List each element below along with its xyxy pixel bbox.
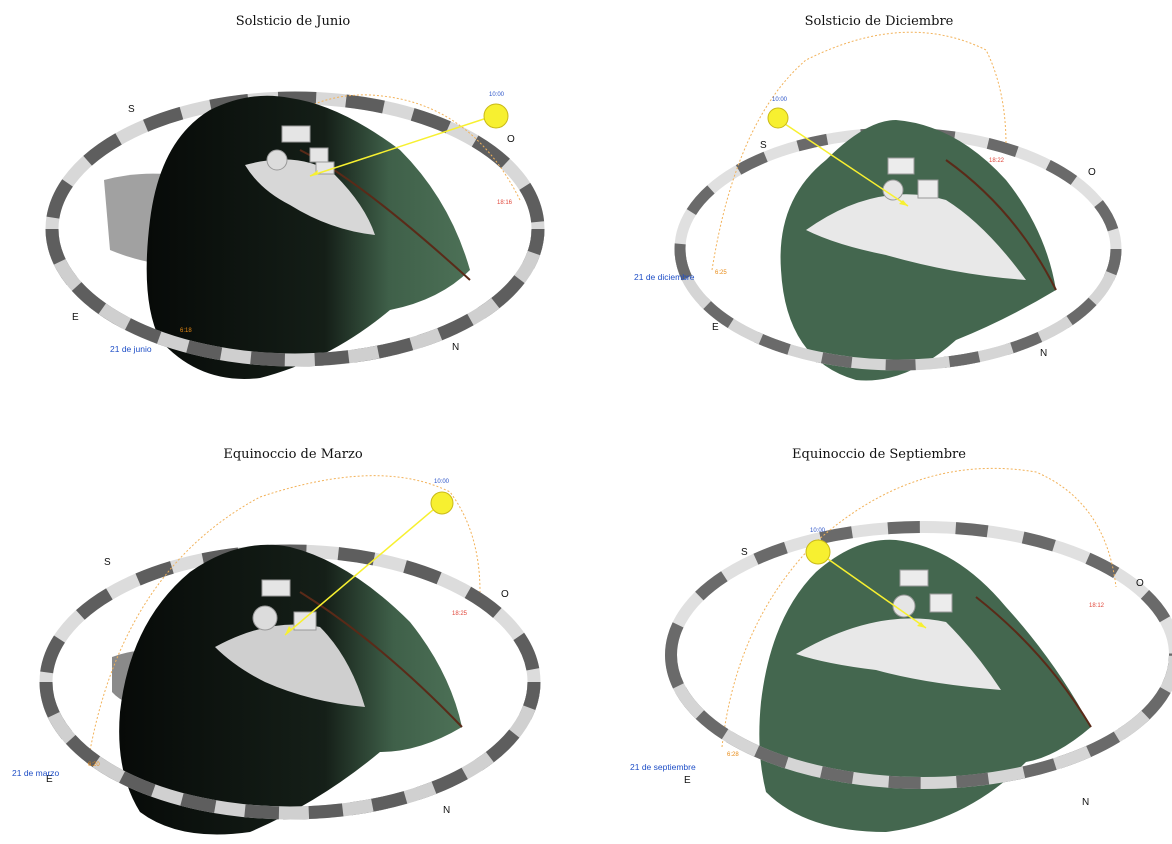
date-label: 21 de diciembre [634, 272, 695, 282]
building [309, 147, 329, 163]
building-round [252, 605, 278, 631]
panel-title: Equinoccio de Marzo [223, 447, 363, 462]
sunset-time-label: 18:25 [452, 611, 468, 617]
compass-ring-front-segments [45, 228, 545, 367]
sun-icon [430, 491, 454, 515]
compass-ring-front-segments [39, 681, 541, 820]
sun-ray-arrow [285, 626, 292, 635]
sun-ray-arrow [899, 200, 908, 206]
noon-time-label: 10:00 [810, 528, 826, 534]
sun-ray-arrow [310, 170, 318, 176]
compass-e: E [684, 775, 691, 786]
sunrise-time-label: 6:28 [727, 752, 739, 758]
terrain-model [759, 539, 1091, 832]
building-round [266, 149, 288, 171]
panel-december-solstice: Solsticio de Diciembre 10:00 6:25 18:22 … [586, 0, 1172, 422]
ridge-line [975, 596, 1092, 728]
date-label: 21 de septiembre [630, 762, 696, 772]
compass-e: E [46, 774, 53, 785]
sunset-time-label: 18:12 [1089, 603, 1105, 609]
sun-path-arc [721, 467, 1117, 748]
sun-ray [817, 551, 927, 629]
sun-ray [284, 503, 441, 636]
compass-o: O [501, 589, 509, 600]
building [281, 125, 311, 143]
terrain-model [146, 95, 470, 379]
sunset-time-label: 18:22 [989, 158, 1005, 164]
panel-title: Solsticio de Junio [235, 14, 351, 29]
building [315, 161, 335, 175]
sunset-time-label: 18:16 [497, 200, 513, 206]
date-label: 21 de junio [110, 344, 152, 354]
building [917, 179, 939, 199]
sun-icon [483, 103, 509, 129]
building-round [892, 594, 916, 618]
compass-n: N [1040, 348, 1047, 359]
compass-n: N [452, 342, 459, 353]
noon-time-label: 10:00 [772, 97, 788, 103]
illuminated-slope [796, 618, 1001, 690]
noon-time-label: 10:00 [434, 479, 450, 485]
noon-time-label: 10:00 [489, 92, 505, 98]
sun-path-diagram: 10:00 6:28 18:12 S O E N 21 de septiembr… [630, 467, 1172, 832]
compass-o: O [1088, 167, 1096, 178]
illuminated-slope [806, 194, 1026, 280]
building [899, 569, 929, 587]
date-label: 21 de marzo [12, 768, 60, 778]
compass-e: E [712, 322, 719, 333]
sun-path-arc [711, 31, 1007, 271]
building [887, 157, 915, 175]
sun-icon [767, 107, 789, 129]
compass-o: O [1136, 578, 1144, 589]
sunrise-time-label: 6:25 [715, 270, 727, 276]
sun-ray-arrow [917, 622, 926, 628]
sun-ray [309, 116, 491, 177]
illuminated-slope [245, 159, 375, 235]
panel-title: Solsticio de Diciembre [804, 14, 954, 29]
sun-path-diagram: 10:00 6:18 18:16 S O E N 21 de junio [45, 91, 545, 379]
panel-june-solstice: Solsticio de Junio [0, 0, 586, 422]
compass-o: O [507, 134, 515, 145]
compass-ring-front-segments [674, 248, 1122, 371]
illuminated-slope [215, 624, 365, 707]
panel-september-equinox: Equinoccio de Septiembre 10:00 6:28 18:1… [586, 422, 1172, 844]
compass-s: S [760, 140, 767, 151]
compass-n: N [1082, 797, 1089, 808]
sun-path-diagram: 10:00 6:25 18:22 S O E N 21 de diciembre [634, 31, 1122, 381]
sunrise-time-label: 6:20 [88, 762, 100, 768]
ridge-line [945, 159, 1057, 291]
building [929, 593, 953, 613]
building [261, 579, 291, 597]
sun-ray [775, 117, 909, 207]
compass-s: S [128, 104, 135, 115]
compass-s: S [741, 547, 748, 558]
sunrise-time-label: 6:18 [180, 328, 192, 334]
panel-march-equinox: Equinoccio de Marzo 10:00 6:20 18:25 S O [0, 422, 586, 844]
compass-s: S [104, 557, 111, 568]
building-round [882, 179, 904, 201]
compass-e: E [72, 312, 79, 323]
sun-path-diagram: 10:00 6:20 18:25 S O E N 21 de marzo [12, 475, 541, 835]
sun-icon [805, 539, 831, 565]
ridge-line [299, 591, 463, 728]
compass-ring-front-segments [665, 654, 1172, 789]
compass-n: N [443, 805, 450, 816]
panel-title: Equinoccio de Septiembre [792, 447, 966, 462]
building [293, 611, 317, 631]
